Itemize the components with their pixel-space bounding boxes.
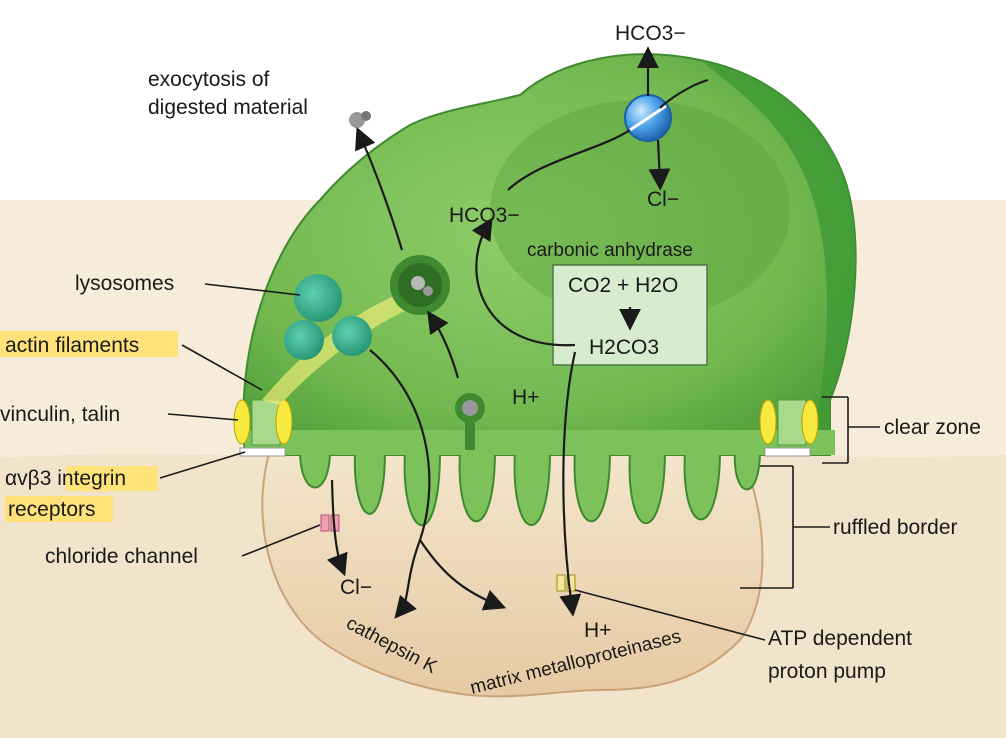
chloride-channel-label: chloride channel	[45, 545, 198, 568]
digested-material-particle	[411, 276, 425, 290]
ruffled-border-label: ruffled border	[833, 516, 958, 539]
lysosomes-label: lysosomes	[75, 272, 174, 295]
integrin-highlight	[66, 466, 158, 491]
exocytosis-label-line2: digested material	[148, 96, 308, 119]
clear-zone-label: clear zone	[884, 416, 981, 439]
proton-pump-icon	[556, 574, 576, 592]
atp-pump-label-line1: ATP dependent	[768, 627, 912, 650]
exocytosis-label-line1: exocytosis of	[148, 68, 270, 91]
carbonic-anhydrase-label: carbonic anhydrase	[527, 240, 693, 261]
proton-out-label: H+	[584, 619, 611, 642]
integrin-label-line1: αvβ3 integrin	[5, 467, 126, 490]
proton-cell-label: H+	[512, 386, 539, 409]
actin-highlight	[0, 331, 178, 357]
pathway-arrows	[326, 46, 709, 619]
integrin-label-line2: receptors	[8, 498, 96, 521]
ruffled-border-villi	[298, 449, 762, 526]
cell-base	[245, 430, 835, 455]
sealing-zone-left	[233, 399, 293, 457]
vinculin-talin-label: vinculin, talin	[0, 403, 120, 426]
actin-filaments-label: actin filaments	[5, 334, 139, 357]
sealing-zone-right	[759, 399, 819, 457]
label-leader-lines	[159, 283, 880, 641]
bicarbonate-in-label: HCO3−	[449, 204, 520, 227]
receptors-highlight	[5, 496, 113, 522]
chloride-out-label: Cl−	[340, 576, 372, 599]
cell-shadow-side	[700, 60, 856, 455]
atp-pump-label-line2: proton pump	[768, 660, 886, 683]
bicarbonate-out-label: HCO3−	[615, 22, 686, 45]
chloride-in-label: Cl−	[647, 188, 679, 211]
lysosomes	[284, 274, 372, 360]
reaction-reactants: CO2 + H2O	[568, 274, 678, 297]
reaction-product: H2CO3	[589, 336, 659, 359]
